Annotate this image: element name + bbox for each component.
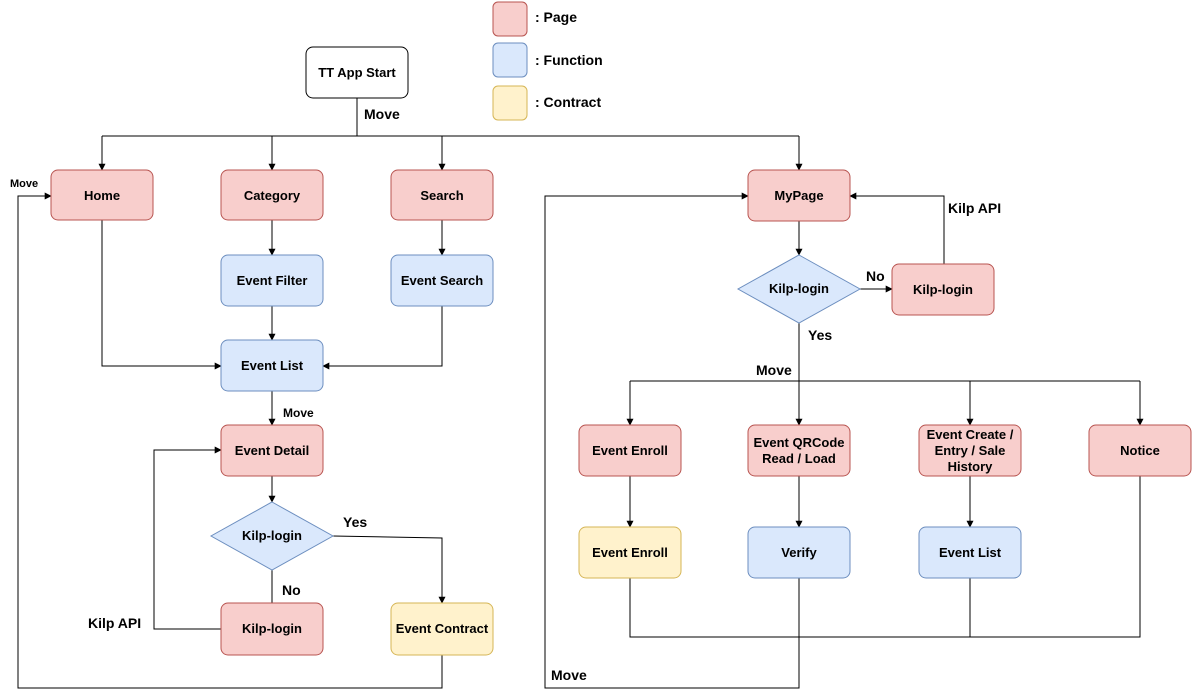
svg-text:MyPage: MyPage xyxy=(774,188,823,203)
legend-contract-label: : Contract xyxy=(535,94,601,110)
svg-text:Event Detail: Event Detail xyxy=(235,443,309,458)
svg-text:Event Enroll: Event Enroll xyxy=(592,545,668,560)
svg-text:Kilp-login: Kilp-login xyxy=(242,528,302,543)
kilp-login-left-page: Kilp-login xyxy=(220,602,324,656)
verify-node: Verify xyxy=(747,526,851,579)
edge-label-move-home: Move xyxy=(10,178,38,190)
mypage-node: MyPage xyxy=(747,169,851,222)
event-list-left-node: Event List xyxy=(220,339,324,392)
edge-label-yes-right: Yes xyxy=(808,327,832,343)
svg-text:Event List: Event List xyxy=(939,545,1002,560)
edges xyxy=(17,98,1144,689)
legend: : Page : Function : Contract xyxy=(492,1,603,121)
legend-function-swatch xyxy=(492,42,528,78)
notice-node: Notice xyxy=(1088,424,1192,477)
svg-text:Event Enroll: Event Enroll xyxy=(592,443,668,458)
edge-label-move-bottom: Move xyxy=(551,667,587,683)
svg-text:Event Create /: Event Create / xyxy=(927,427,1014,442)
svg-text:Category: Category xyxy=(244,188,301,203)
svg-text:Kilp-login: Kilp-login xyxy=(242,621,302,636)
event-detail-node: Event Detail xyxy=(220,424,324,477)
edge-label-move-top: Move xyxy=(364,106,400,122)
svg-text:TT App Start: TT App Start xyxy=(318,65,396,80)
edge-label-kilp-api-left: Kilp API xyxy=(88,615,141,631)
kilp-login-right-page: Kilp-login xyxy=(891,263,995,316)
edge-label-kilp-api-right: Kilp API xyxy=(948,200,1001,216)
event-contract-node: Event Contract xyxy=(390,602,494,656)
svg-text:Event Filter: Event Filter xyxy=(237,273,308,288)
svg-text:Kilp-login: Kilp-login xyxy=(769,281,829,296)
kilp-login-right-decision: Kilp-login xyxy=(736,254,862,324)
legend-contract-swatch xyxy=(492,85,528,121)
svg-text:Event Contract: Event Contract xyxy=(396,621,489,636)
svg-text:Event List: Event List xyxy=(241,358,304,373)
legend-function-label: : Function xyxy=(535,52,603,68)
kilp-login-left-decision: Kilp-login xyxy=(209,501,335,571)
edge-label-yes-left: Yes xyxy=(343,514,367,530)
svg-text:Verify: Verify xyxy=(781,545,817,560)
edge-label-no-left: No xyxy=(282,582,301,598)
svg-text:Event QRCode: Event QRCode xyxy=(753,435,844,450)
event-enroll-contract-node: Event Enroll xyxy=(578,526,682,579)
edge-label-move-detail: Move xyxy=(283,406,314,420)
svg-text:History: History xyxy=(948,459,994,474)
event-list-right-node: Event List xyxy=(918,526,1022,579)
svg-text:Entry / Sale: Entry / Sale xyxy=(935,443,1006,458)
event-create-node: Event Create / Entry / Sale History xyxy=(918,424,1022,477)
svg-text:Home: Home xyxy=(84,188,120,203)
home-node: Home xyxy=(50,169,154,221)
svg-text:Event Search: Event Search xyxy=(401,273,483,288)
edge-label-move-right: Move xyxy=(756,362,792,378)
legend-page-swatch xyxy=(492,1,528,37)
svg-text:Kilp-login: Kilp-login xyxy=(913,282,973,297)
edge-label-no-right: No xyxy=(866,268,885,284)
event-search-node: Event Search xyxy=(390,254,494,307)
event-qrcode-node: Event QRCode Read / Load xyxy=(747,424,851,477)
svg-text:Read / Load: Read / Load xyxy=(762,451,836,466)
event-enroll-page-node: Event Enroll xyxy=(578,424,682,477)
start-node: TT App Start xyxy=(305,46,409,99)
svg-text:Notice: Notice xyxy=(1120,443,1160,458)
category-node: Category xyxy=(220,169,324,221)
svg-text:Search: Search xyxy=(420,188,463,203)
search-node: Search xyxy=(390,169,494,221)
event-filter-node: Event Filter xyxy=(220,254,324,307)
legend-page-label: : Page xyxy=(535,9,577,25)
